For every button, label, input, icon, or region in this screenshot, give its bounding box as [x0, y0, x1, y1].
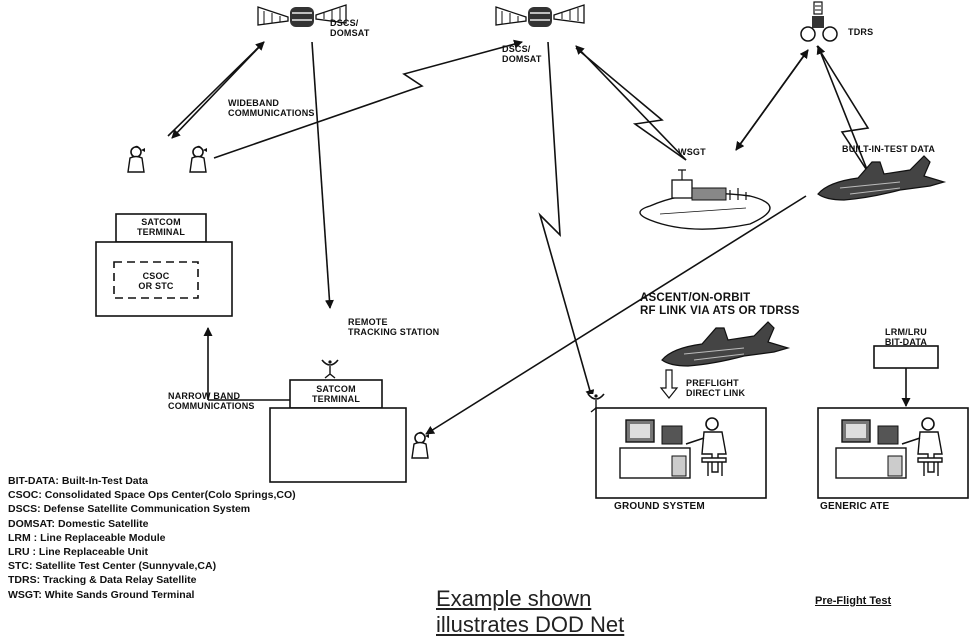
acronym-legend: BIT-DATA: Built-In-Test Data CSOC: Conso…: [8, 474, 296, 602]
legend-item: DSCS: Defense Satellite Communication Sy…: [8, 502, 296, 516]
legend-item: WSGT: White Sands Ground Terminal: [8, 588, 296, 602]
tdrs-satellite-icon: [801, 2, 837, 41]
operator-icon: [412, 432, 429, 458]
shuttle-icon: [662, 322, 788, 366]
legend-item: LRU : Line Replaceable Unit: [8, 545, 296, 559]
operator-icon: [190, 146, 207, 172]
pre-flight-test-label: Pre-Flight Test: [815, 595, 891, 607]
legend-item: CSOC: Consolidated Space Ops Center(Colo…: [8, 488, 296, 502]
legend-item: LRM : Line Replaceable Module: [8, 531, 296, 545]
wsgt-label: WSGT: [678, 147, 706, 157]
operator-icon: [128, 146, 145, 172]
built-in-test-data-label: BUILT-IN-TEST DATA: [842, 144, 935, 154]
satellite-icon: [496, 5, 584, 27]
ground-station-icon: [640, 170, 770, 229]
legend-item: STC: Satellite Test Center (Sunnyvale,CA…: [8, 559, 296, 573]
ground-system-label: GROUND SYSTEM: [614, 502, 705, 512]
generic-ate-station: [818, 408, 968, 498]
legend-item: TDRS: Tracking & Data Relay Satellite: [8, 573, 296, 587]
lrm-lru-box: [874, 346, 938, 368]
satcom-terminal-box: [96, 214, 406, 482]
antenna-dish-icon: [322, 360, 338, 378]
shuttle-icon: [818, 156, 944, 200]
ground-system-station: [596, 408, 766, 498]
dscs-domsat-right-label: DSCS/DOMSAT: [502, 44, 542, 64]
generic-ate-label: GENERIC ATE: [820, 502, 889, 512]
tdrs-label: TDRS: [848, 27, 873, 37]
legend-item: DOMSAT: Domestic Satellite: [8, 517, 296, 531]
legend-item: BIT-DATA: Built-In-Test Data: [8, 474, 296, 488]
dscs-domsat-left-label: DSCS/DOMSAT: [330, 18, 370, 38]
